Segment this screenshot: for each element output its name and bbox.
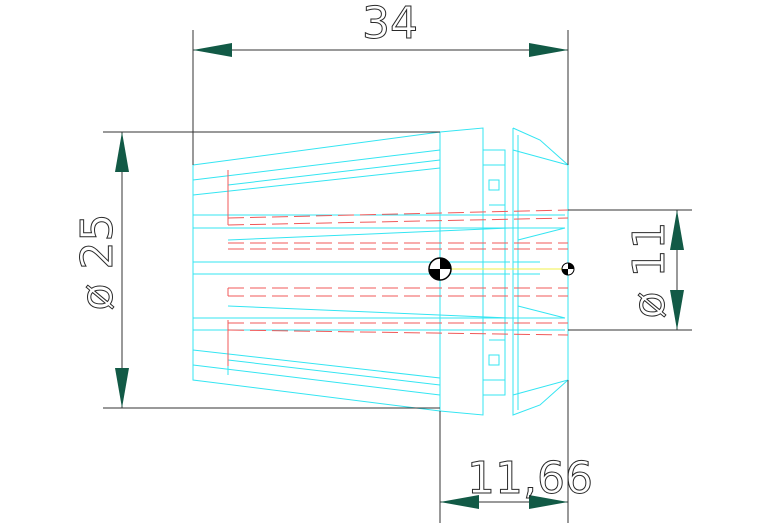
center-mark-icon [428, 257, 452, 281]
dimension-length: 34 [192, 0, 569, 165]
center-mark-icon [561, 262, 575, 276]
dimension-nose-length: 11,66 [439, 380, 593, 523]
collet-outline [192, 127, 569, 416]
hidden-lines [227, 170, 569, 366]
outer-diameter-label: ø 25 [72, 214, 123, 311]
dimension-outer-diameter: ø 25 [72, 131, 440, 409]
bore-diameter-label: ø 11 [624, 222, 675, 319]
dimension-bore-diameter: ø 11 [568, 209, 692, 331]
nose-length-label: 11,66 [467, 453, 593, 504]
length-label: 34 [362, 0, 418, 49]
